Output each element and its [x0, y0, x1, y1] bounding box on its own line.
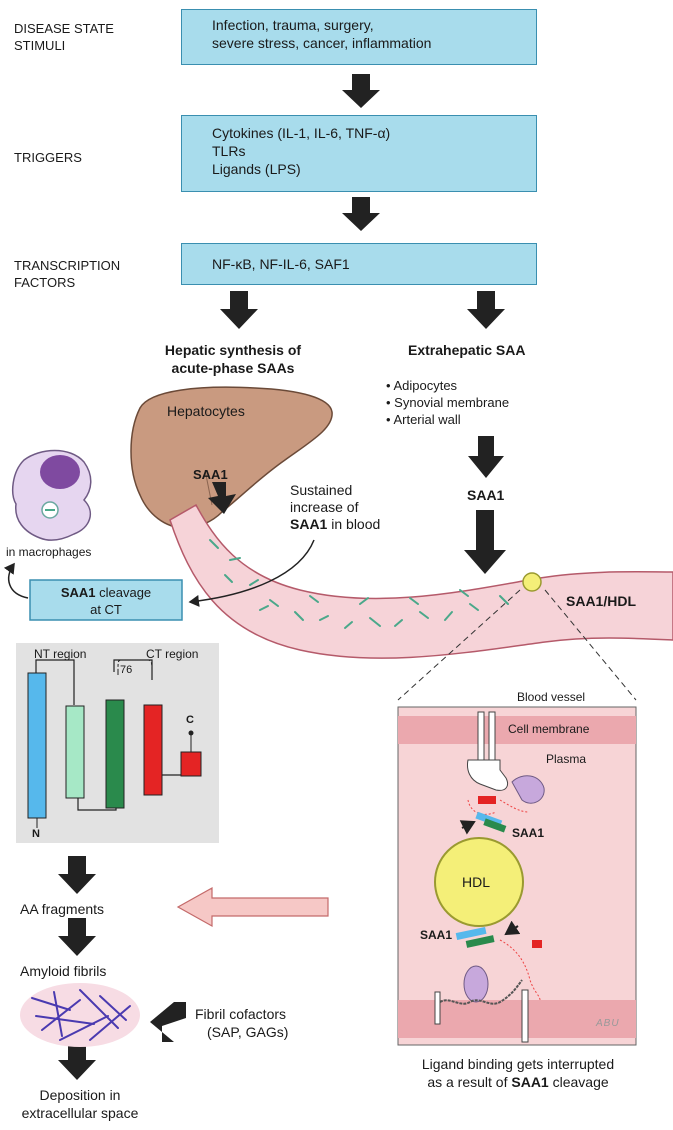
macrophage-nucleus — [40, 455, 80, 489]
sustained-increase-text: Sustained increase of SAA1 in blood — [290, 482, 381, 532]
amyloid-fibrils-label: Amyloid fibrils — [20, 963, 107, 979]
macrophage-label: in macrophages — [6, 545, 92, 559]
inset-hdl-label: HDL — [462, 874, 491, 890]
inset-caption: Ligand binding gets interrupted as a res… — [421, 1056, 615, 1090]
hdl-particle — [434, 837, 524, 927]
arrow-fibrils-to-deposition — [58, 1046, 96, 1080]
nt-region-label: NT region — [34, 647, 87, 661]
aa-fragments-label: AA fragments — [20, 901, 105, 917]
fibrils — [31, 989, 131, 1041]
inset-saa1-bottom-label: SAA1 — [420, 928, 453, 942]
arrow-tf-to-hepatic — [220, 291, 258, 329]
deposition-label: Deposition in extracellular space — [21, 1087, 139, 1121]
cleavage-box — [29, 579, 183, 621]
saa1-hdl-particle — [522, 572, 542, 592]
cleavage-text: SAA1 cleavage at CT — [60, 585, 152, 617]
liver — [130, 386, 333, 529]
triggers-box: Cytokines (IL-1, IL-6, TNF-α) TLRs Ligan… — [181, 115, 537, 192]
hepatic-title: Hepatic synthesis of acute-phase SAAs — [164, 342, 302, 376]
hepatic-saa1-label: SAA1 — [193, 467, 228, 482]
extrahepatic-saa1-label: SAA1 — [467, 487, 505, 503]
arrow-structure-to-fragments — [58, 856, 96, 894]
pink-arrow-left — [176, 886, 329, 928]
arrow-stimuli-to-triggers — [342, 74, 380, 108]
fibril-cofactors-label: Fibril cofactors (SAP, GAGs) — [195, 1006, 289, 1040]
c-terminus-label: C — [186, 714, 194, 726]
hepatocytes-label: Hepatocytes — [167, 403, 245, 419]
arrow-liver-to-vessel — [208, 482, 236, 514]
arrow-triggers-to-tf — [342, 197, 380, 231]
inset-credit: ABU — [596, 1018, 620, 1029]
stimuli-box: Infection, trauma, surgery, severe stres… — [181, 9, 537, 65]
helix-2 — [65, 705, 85, 799]
n-terminus-label: N — [32, 828, 40, 840]
ct-region-label: CT region — [146, 647, 199, 661]
arrow-extrahepatic-to-saa1 — [468, 436, 504, 478]
residue-76-label: 76 — [120, 664, 133, 676]
extrahepatic-item: • Adipocytes — [386, 378, 458, 393]
helix-1 — [27, 672, 47, 819]
inset-cell-membrane — [398, 716, 636, 744]
extrahepatic-title: Extrahepatic SAA — [408, 342, 526, 358]
stimuli-label: DISEASE STATE STIMULI — [14, 21, 114, 53]
arrow-tf-to-extrahepatic — [467, 291, 505, 329]
inset-saa1-top-label: SAA1 — [512, 826, 545, 840]
blood-vessel — [169, 503, 673, 659]
transcription-box: NF-κB, NF-IL-6, SAF1 — [181, 243, 537, 285]
inset-cell-membrane-label: Cell membrane — [508, 722, 590, 736]
inset-blood-vessel-label: Blood vessel — [517, 690, 586, 704]
helix-3 — [105, 699, 125, 809]
transcription-label: TRANSCRIPTION FACTORS — [14, 258, 121, 290]
arrow-fragments-to-fibrils — [58, 918, 96, 956]
helix-5 — [180, 751, 202, 777]
arrow-cofactors-to-fibrils — [150, 1002, 186, 1042]
arrow-saa1-to-vessel — [464, 510, 506, 574]
helix-4 — [143, 704, 163, 796]
extrahepatic-list: • Adipocytes • Synovial membrane • Arter… — [386, 377, 509, 428]
saa1-hdl-label: SAA1/HDL — [566, 593, 637, 609]
extrahepatic-item: • Synovial membrane — [386, 395, 510, 410]
receptor-hand — [467, 759, 509, 791]
inset-plasma-label: Plasma — [546, 752, 587, 766]
triggers-label: TRIGGERS — [14, 150, 82, 165]
extrahepatic-item: • Arterial wall — [386, 412, 461, 427]
